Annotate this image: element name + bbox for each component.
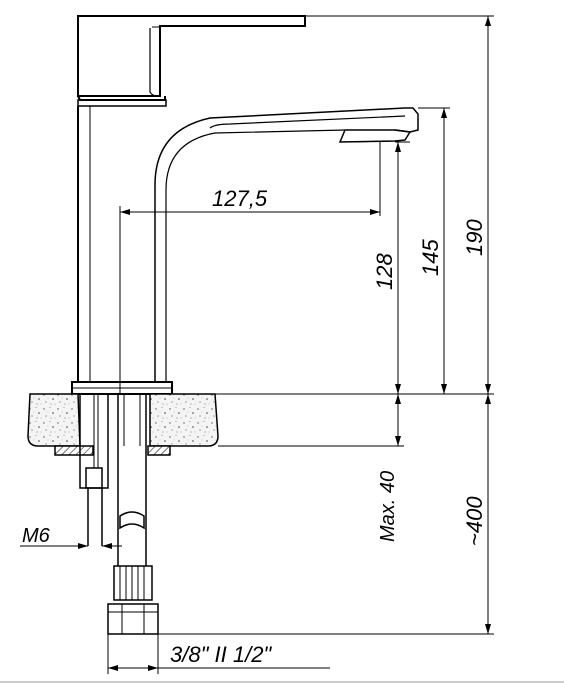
spout-height-label: 145 (418, 239, 443, 276)
countertop-section (27, 393, 219, 635)
hose-length-label: ~400 (462, 496, 487, 546)
spout-reach-label: 127,5 (212, 186, 268, 211)
outlet-height-label: 128 (372, 253, 397, 290)
connection-label: 3/8" II 1/2" (170, 642, 272, 667)
max-deck-label: Max. 40 (377, 471, 399, 542)
thread-label: M6 (22, 525, 51, 547)
faucet-body (71, 15, 419, 395)
total-height-label: 190 (462, 219, 487, 256)
dimension-lines (0, 15, 564, 683)
